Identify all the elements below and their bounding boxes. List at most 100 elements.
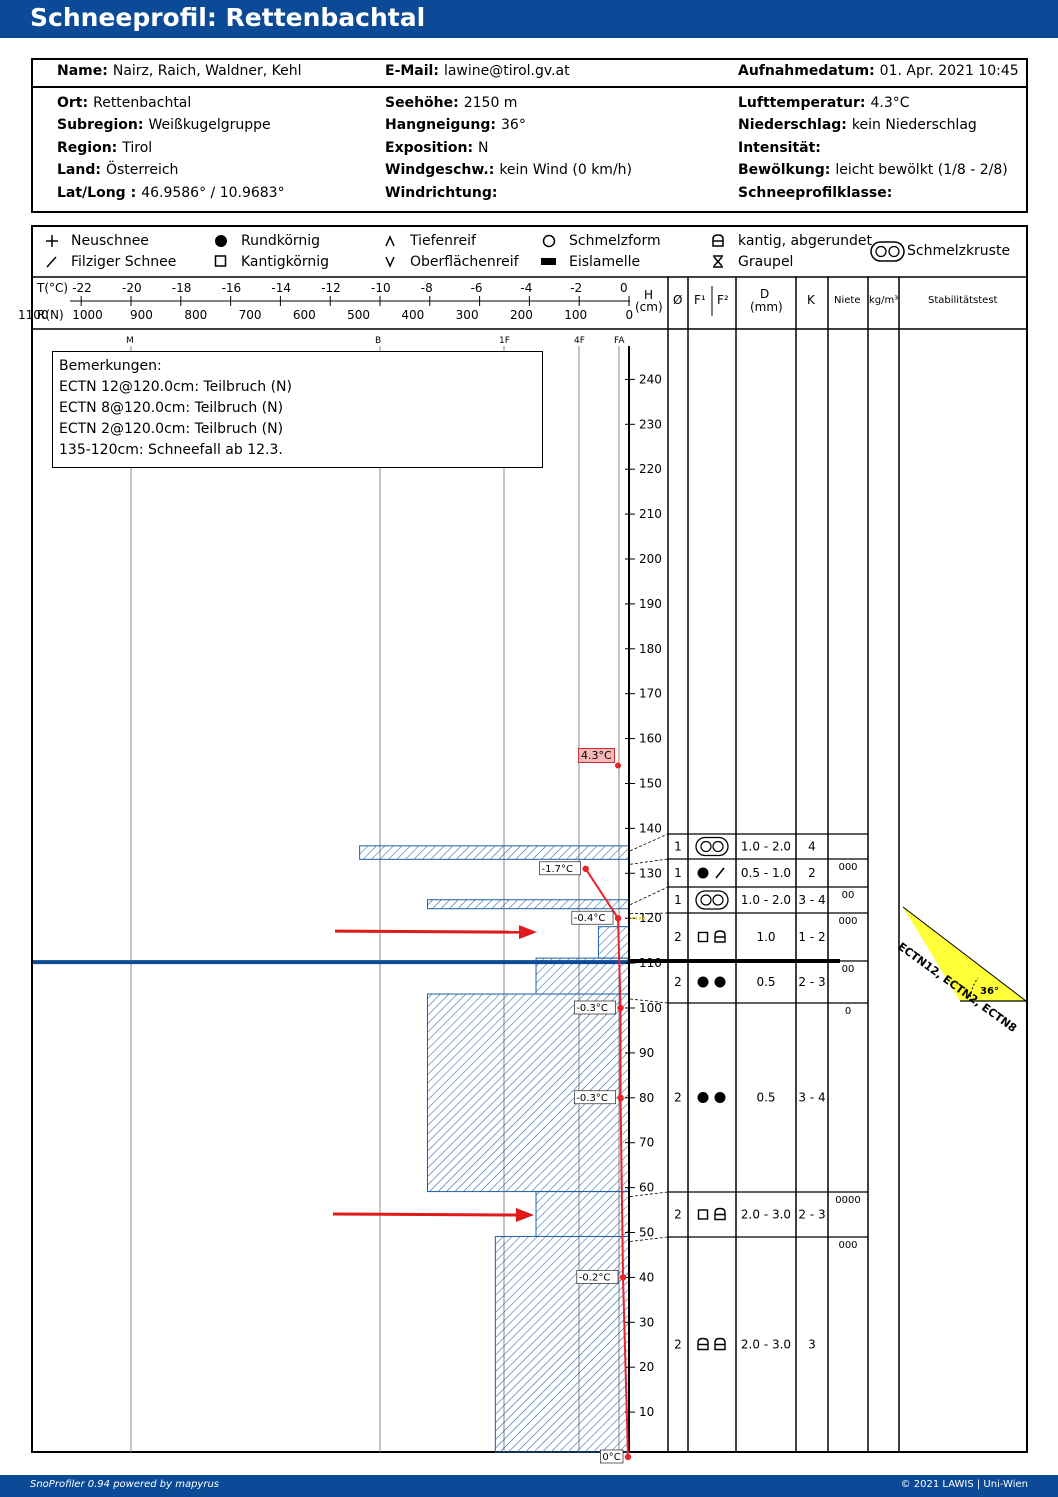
height-tick-label: 40 bbox=[639, 1270, 654, 1284]
hardness-layer bbox=[426, 899, 630, 910]
kantig_abgerundet-icon bbox=[697, 1337, 709, 1351]
temperature-point bbox=[617, 1094, 624, 1102]
t-tick-label: -2 bbox=[570, 281, 583, 295]
height-tick-label: 130 bbox=[639, 866, 662, 880]
niete-cell: 000 bbox=[838, 862, 857, 873]
h-label-top: H bbox=[644, 288, 654, 302]
height-tick-label: 120 bbox=[639, 911, 662, 925]
square-icon bbox=[214, 255, 227, 267]
hardness-cell: 3 bbox=[808, 1338, 816, 1352]
footer-left: SnoProfiler 0.94 powered by mapyrus bbox=[30, 1479, 220, 1490]
rundkoernig-icon bbox=[714, 976, 726, 988]
kantig_abgerundet-icon bbox=[714, 1337, 726, 1351]
temperature-label: -1.7°C bbox=[541, 864, 573, 875]
height-tick-label: 180 bbox=[639, 642, 662, 656]
column-separators bbox=[667, 277, 900, 1452]
height-tick-label: 160 bbox=[639, 732, 662, 746]
height-tick-label: 210 bbox=[639, 507, 662, 521]
wetness-cell: 2 bbox=[674, 975, 682, 989]
remark-line: ECTN 2@120.0cm: Teilbruch (N) bbox=[59, 421, 284, 437]
t-tick-label: 0 bbox=[620, 281, 628, 295]
t-tick-label: -14 bbox=[271, 281, 291, 295]
legend-schmelzkruste: Schmelzkruste bbox=[907, 243, 1011, 259]
height-tick-label: 60 bbox=[639, 1181, 654, 1195]
connector-line bbox=[629, 998, 669, 1004]
t-tick-label: -16 bbox=[221, 281, 242, 295]
temperature-point bbox=[617, 1004, 624, 1012]
t-tick-label: -4 bbox=[520, 281, 533, 295]
height-tick-label: 100 bbox=[639, 1001, 662, 1015]
temperature-label: -0.2°C bbox=[579, 1272, 611, 1283]
temperature-label-box bbox=[574, 1000, 616, 1015]
wetness-cell: 1 bbox=[674, 893, 682, 907]
hardness-cell: 3 - 4 bbox=[798, 893, 825, 907]
niete-cell: 0000 bbox=[835, 1195, 860, 1206]
open-circle-icon bbox=[542, 234, 556, 248]
lufttemp-field: Lufttemperatur:4.3°C bbox=[738, 95, 910, 111]
subregion-field: Subregion:Weißkugelgruppe bbox=[57, 117, 271, 133]
schmelzkruste-icon bbox=[695, 890, 729, 910]
remark-line: 135-120cm: Schneefall ab 12.3. bbox=[59, 442, 283, 458]
stability-slope-line bbox=[902, 906, 1027, 1002]
r-tick-label: 200 bbox=[509, 308, 533, 322]
height-tick-label: 140 bbox=[639, 821, 662, 835]
grain-size-cell: 0.5 bbox=[756, 975, 775, 989]
col-k: K bbox=[807, 293, 815, 307]
connector-line bbox=[629, 833, 669, 852]
col-niete: Niete bbox=[834, 295, 861, 306]
grain-size-cell: 1.0 - 2.0 bbox=[741, 840, 791, 854]
plus-icon bbox=[46, 235, 58, 247]
temperature-label: -0.3°C bbox=[576, 1093, 608, 1104]
filziger-icon bbox=[715, 867, 725, 879]
niederschlag-field: Niederschlag:kein Niederschlag bbox=[738, 117, 977, 133]
profilklasse-field: Schneeprofilklasse: bbox=[738, 185, 893, 201]
height-tick-label: 80 bbox=[639, 1091, 654, 1105]
legend-neuschnee: Neuschnee bbox=[71, 233, 149, 249]
arrow-head bbox=[519, 925, 537, 940]
hardness-layer bbox=[494, 1235, 630, 1453]
h-label-bottom: (cm) bbox=[635, 300, 663, 314]
height-tick-label: 30 bbox=[639, 1315, 654, 1329]
height-tick-label: 50 bbox=[639, 1226, 654, 1240]
height-tick-label: 90 bbox=[639, 1046, 654, 1060]
name-field: Name:Nairz, Raich, Waldner, Kehl bbox=[57, 63, 302, 79]
hardness-cell: 2 - 3 bbox=[798, 975, 825, 989]
wetness-cell: 2 bbox=[674, 1208, 682, 1222]
graupel-icon bbox=[713, 255, 723, 268]
legend-eislamelle: Eislamelle bbox=[569, 254, 641, 270]
footer-bar: SnoProfiler 0.94 powered by mapyrus © 20… bbox=[0, 1475, 1058, 1497]
land-field: Land:Österreich bbox=[57, 162, 179, 178]
col-stability: Stabilitätstest bbox=[928, 295, 998, 306]
grain-size-cell: 0.5 bbox=[756, 1091, 775, 1105]
exposition-field: Exposition:N bbox=[385, 140, 489, 156]
remarks-title: Bemerkungen: bbox=[59, 358, 162, 374]
rounded-square-icon bbox=[712, 234, 724, 247]
temperature-label: 0°C bbox=[602, 1452, 620, 1463]
r-axis-label: R(N) bbox=[37, 308, 64, 322]
hardness-layer bbox=[535, 1191, 630, 1237]
hand-hardness-label: FA bbox=[614, 336, 625, 346]
caret-down-icon bbox=[385, 256, 395, 268]
arrow-shaft bbox=[334, 929, 524, 934]
remark-line: ECTN 12@120.0cm: Teilbruch (N) bbox=[59, 379, 292, 395]
r-tick-label: 700 bbox=[238, 308, 262, 322]
t-tick-label: -6 bbox=[470, 281, 483, 295]
legend-rundkoernig: Rundkörnig bbox=[241, 233, 321, 249]
niete-cell: 0 bbox=[845, 1006, 851, 1017]
niete-cell: 000 bbox=[838, 916, 857, 927]
temperature-point bbox=[619, 1274, 627, 1281]
height-tick-label: 230 bbox=[639, 417, 662, 431]
connector-line bbox=[629, 912, 669, 915]
grain-size-cell: 2.0 - 3.0 bbox=[741, 1338, 791, 1352]
r-tick-label: 0 bbox=[625, 308, 634, 322]
temperature-point bbox=[614, 915, 622, 922]
grain-size-cell: 1.0 bbox=[756, 930, 775, 944]
hand-hardness-label: B bbox=[375, 336, 382, 346]
date-field: Aufnahmedatum:01. Apr. 2021 10:45 bbox=[738, 63, 1019, 79]
r-tick-label: 1100 bbox=[18, 308, 49, 322]
r-tick-label: 1000 bbox=[72, 308, 103, 322]
kantigkoernig-icon bbox=[697, 931, 709, 943]
hand-hardness-label: 4F bbox=[574, 336, 585, 346]
seehoehe-field: Seehöhe:2150 m bbox=[385, 95, 518, 111]
